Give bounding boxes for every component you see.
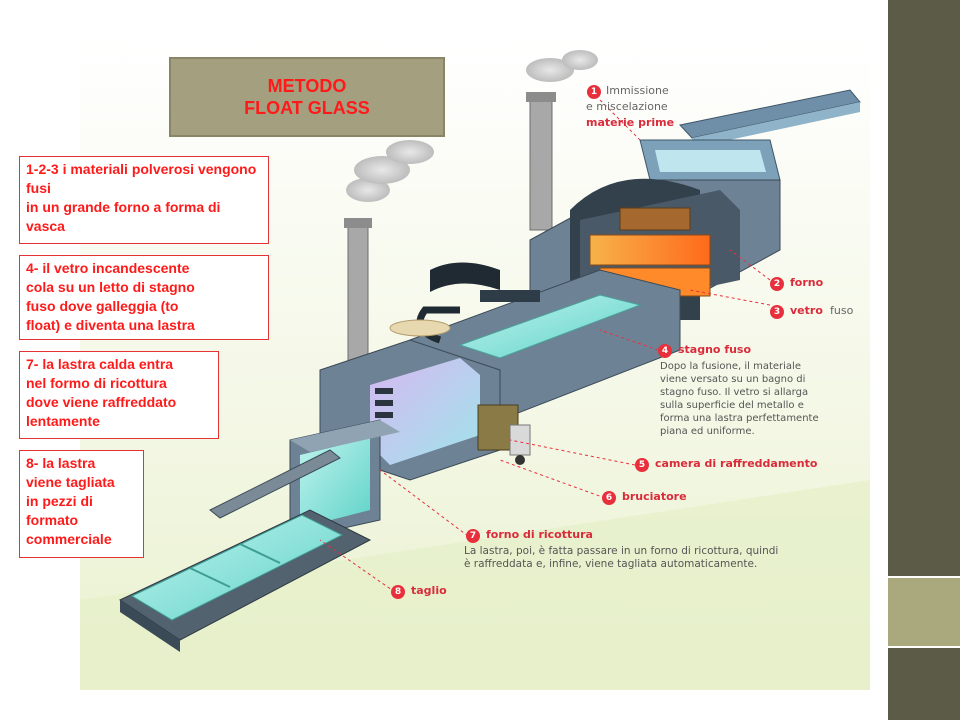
title-box: METODO FLOAT GLASS — [169, 57, 445, 137]
float-glass-plant-drawing — [80, 40, 870, 690]
burner-device — [477, 404, 531, 465]
decorative-strip-top — [888, 0, 960, 576]
label-vetro: vetro — [790, 304, 823, 317]
cutting-conveyor — [118, 449, 372, 652]
label-number-5: 5 — [635, 458, 649, 472]
description-forno-ricottura: La lastra, poi, è fatta passare in un fo… — [464, 545, 779, 570]
label-materie-prime: materie prime — [586, 116, 675, 129]
label-bruciatore: bruciatore — [622, 490, 687, 503]
chimney-left — [344, 140, 434, 391]
label-miscelazione: e miscelazione — [586, 100, 668, 113]
label-immissione: Immissione — [606, 84, 669, 97]
ground — [80, 480, 870, 690]
decorative-strip-bottom — [888, 648, 960, 720]
title-line-1: METODO — [267, 76, 347, 96]
description-stagno-fuso: Dopo la fusione, il materiale viene vers… — [660, 361, 819, 437]
label-forno-ricottura: forno di ricottura — [486, 528, 593, 541]
label-number-2: 2 — [770, 277, 784, 291]
note-fusione: 1-2-3 i materiali polverosi vengono fusi… — [19, 156, 269, 244]
label-number-8: 8 — [391, 585, 405, 599]
note-stagno: 4- il vetro incandescente cola su un let… — [19, 255, 269, 340]
title-line-2: FLOAT GLASS — [244, 98, 370, 118]
label-number-6: 6 — [602, 491, 616, 505]
label-camera-raffreddamento: camera di raffreddamento — [655, 457, 818, 470]
note-ricottura: 7- la lastra calda entra nel formo di ri… — [19, 351, 219, 439]
label-number-4: 4 — [658, 344, 672, 358]
label-number-7: 7 — [466, 529, 480, 543]
label-forno: forno — [790, 276, 824, 289]
label-number-3: 3 — [770, 305, 784, 319]
chimney-right — [526, 50, 598, 231]
label-connectors — [319, 99, 771, 593]
note-taglio: 8- la lastra viene tagliata in pezzi di … — [19, 450, 144, 558]
label-fuso: fuso — [830, 304, 854, 317]
label-number-1: 1 — [587, 85, 601, 99]
label-taglio: taglio — [411, 584, 447, 597]
float-glass-illustration: 1 Immissione e miscelazione materie prim… — [80, 40, 870, 690]
label-stagno-fuso: stagno fuso — [678, 343, 752, 356]
decorative-strip-middle — [888, 578, 960, 646]
